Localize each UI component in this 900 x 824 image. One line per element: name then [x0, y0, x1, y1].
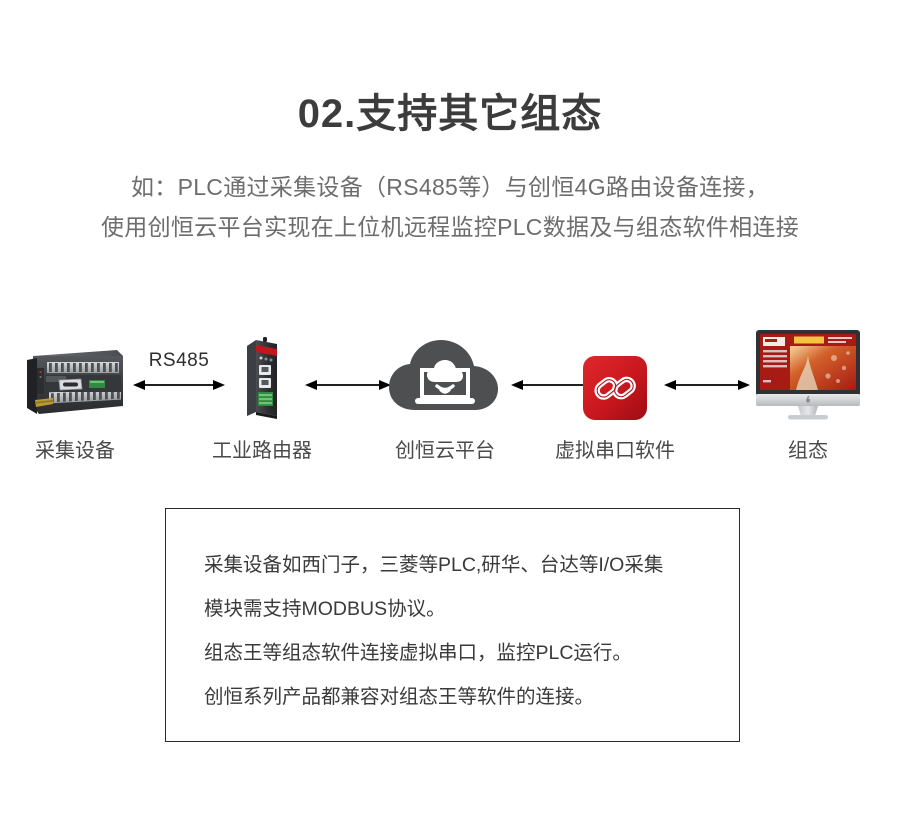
scada-monitor-art: [743, 320, 873, 420]
connector-vsp-scada: [664, 376, 750, 416]
imac-monitor-icon: [750, 328, 866, 420]
subtitle-line-2: 使用创恒云平台实现在上位机远程监控PLC数据及与组态软件相连接: [100, 214, 800, 240]
note-line: 模块需支持MODBUS协议。: [204, 598, 446, 620]
flow-node-label-router: 工业路由器: [212, 440, 312, 462]
flow-node-label-virtual-serial-port: 虚拟串口软件: [555, 440, 675, 462]
industrial-router-icon: [239, 336, 285, 420]
flow-node-cloud: 创恒云平台: [380, 320, 510, 463]
flow-node-router: 工业路由器: [197, 320, 327, 463]
subtitle-line-1: 如：PLC通过采集设备（RS485等）与创恒4G路由设备连接，: [130, 174, 770, 200]
flow-node-scada: 组态: [743, 320, 873, 463]
cloud-platform-icon: [385, 334, 505, 420]
double-arrow-icon: [305, 380, 391, 390]
chain-link-icon: [583, 356, 647, 420]
architecture-flow-diagram: 采集设备 RS485: [0, 320, 900, 480]
flow-node-label-cloud: 创恒云平台: [395, 440, 495, 462]
notes-box: 采集设备如西门子，三菱等PLC,研华、台达等I/O采集 模块需支持MODBUS协…: [165, 508, 740, 742]
connector-router-cloud: [305, 376, 391, 416]
router-device-art: [197, 320, 327, 420]
connector-plc-router: RS485: [133, 350, 225, 416]
notes-list: 采集设备如西门子，三菱等PLC,研华、台达等I/O采集 模块需支持MODBUS协…: [166, 509, 739, 719]
double-arrow-icon: [664, 380, 750, 390]
plc-device-icon: [19, 344, 131, 420]
note-line: 创恒系列产品都兼容对组态王等软件的连接。: [204, 686, 595, 708]
connector-label-rs485: RS485: [148, 350, 210, 371]
flow-node-label-scada: 组态: [788, 440, 828, 462]
plc-device-art: [10, 320, 140, 420]
cloud-platform-art: [380, 320, 510, 420]
flow-node-label-plc: 采集设备: [35, 440, 115, 462]
note-line: 组态王等组态软件连接虚拟串口，监控PLC运行。: [204, 642, 632, 664]
page-subtitle: 如：PLC通过采集设备（RS485等）与创恒4G路由设备连接， 使用创恒云平台实…: [0, 167, 900, 247]
flow-node-plc: 采集设备: [10, 320, 140, 463]
flow-node-virtual-serial-port: 虚拟串口软件: [550, 320, 680, 463]
virtual-serial-port-art: [550, 320, 680, 420]
note-line: 采集设备如西门子，三菱等PLC,研华、台达等I/O采集: [204, 554, 664, 576]
double-arrow-icon: [133, 380, 225, 390]
page-title: 02.支持其它组态: [297, 92, 603, 136]
